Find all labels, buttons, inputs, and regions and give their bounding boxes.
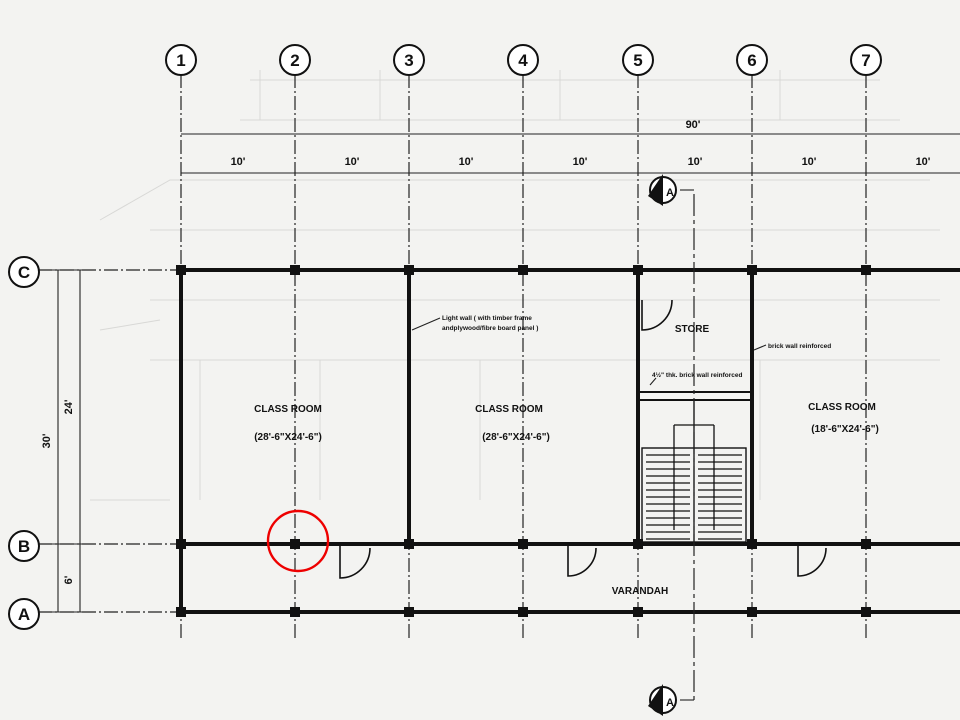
grid-bubble-label: 6 [747, 51, 756, 70]
grid-lines-vertical [180, 74, 867, 640]
column [176, 539, 186, 549]
column [861, 607, 871, 617]
grid-bubble-B: B [8, 530, 40, 562]
bay-dimension-label: 10' [459, 156, 474, 168]
grid-bubble-label: 2 [290, 51, 299, 70]
room-2-size: (28'-6"X24'-6") [482, 432, 550, 443]
column [747, 265, 757, 275]
light-wall-note-line1: Light wall ( with timber frame [442, 315, 532, 322]
room-2-name: CLASS ROOM [475, 404, 543, 415]
bay-dimension-label: 10' [231, 156, 246, 168]
column [290, 607, 300, 617]
door-swing-2 [567, 546, 597, 577]
section-mark-label: A [666, 187, 674, 199]
section-marker-top: A [648, 174, 677, 206]
grid-bubble-label: 3 [404, 51, 413, 70]
door-swing-1 [339, 546, 371, 579]
column [633, 607, 643, 617]
ghost-elevation-drawing [90, 70, 940, 501]
column [404, 607, 414, 617]
row-grid-bubbles: C B A [8, 256, 40, 630]
grid-bubble-4: 4 [507, 44, 539, 76]
overall-depth-label: 30' [41, 433, 53, 448]
grid-bubble-label: C [18, 263, 30, 282]
grid-bubble-6: 6 [736, 44, 768, 76]
grid-bubble-7: 7 [850, 44, 882, 76]
column [633, 539, 643, 549]
overall-width-label: 90' [686, 119, 701, 131]
verandah-depth-label: 6' [63, 575, 75, 584]
room-3-name: CLASS ROOM [808, 402, 876, 413]
grid-bubble-label: 4 [518, 51, 528, 70]
room-labels: CLASS ROOM (28'-6"X24'-6") CLASS ROOM (2… [254, 324, 879, 597]
grid-bubble-label: A [18, 605, 30, 624]
annotation-notes: Light wall ( with timber frame andplywoo… [411, 315, 831, 386]
room-3-size: (18'-6"X24'-6") [811, 424, 879, 435]
column [861, 539, 871, 549]
top-dimensions: 90' 10' 10' 10' 10' 10' 10' 10' [181, 119, 960, 174]
grid-bubble-C: C [8, 256, 40, 288]
section-marker-bottom: A [648, 684, 677, 716]
doors [339, 299, 827, 579]
column [518, 607, 528, 617]
light-wall-note-line2: andplywood/fibre board panel ) [442, 325, 538, 332]
grid-bubble-label: 5 [633, 51, 642, 70]
column [176, 265, 186, 275]
grid-bubble-label: 7 [861, 51, 870, 70]
grid-bubble-3: 3 [393, 44, 425, 76]
bay-dimension-label: 10' [345, 156, 360, 168]
grid-bubble-1: 1 [165, 44, 197, 76]
structural-columns [176, 265, 871, 617]
door-swing-store [641, 299, 673, 331]
column [518, 539, 528, 549]
column-grid-bubbles: 1 2 3 4 5 6 7 [165, 44, 882, 76]
column [747, 607, 757, 617]
column [633, 265, 643, 275]
highlight-circle [266, 509, 330, 573]
column [518, 265, 528, 275]
column [861, 265, 871, 275]
bay-dimension-label: 10' [802, 156, 817, 168]
column [176, 607, 186, 617]
door-swing-3 [797, 546, 827, 577]
bay-dimension-label: 10' [573, 156, 588, 168]
room-1-name: CLASS ROOM [254, 404, 322, 415]
room-depth-label: 24' [63, 399, 75, 414]
brick-wall-note-store: 4½" thk. brick wall reinforced [652, 371, 743, 379]
column [404, 265, 414, 275]
walls [179, 268, 960, 614]
column [290, 539, 300, 549]
brick-wall-note-right: brick wall reinforced [768, 343, 831, 350]
grid-bubble-A: A [8, 598, 40, 630]
column [404, 539, 414, 549]
grid-bubble-2: 2 [279, 44, 311, 76]
grid-bubble-label: B [18, 537, 30, 556]
verandah-label: VARANDAH [612, 586, 668, 597]
column [290, 265, 300, 275]
grid-bubble-5: 5 [622, 44, 654, 76]
column [747, 539, 757, 549]
bay-dimension-label: 10' [916, 156, 931, 168]
section-cut-line: A A [648, 174, 695, 716]
room-1-size: (28'-6"X24'-6") [254, 432, 322, 443]
store-label: STORE [675, 324, 710, 335]
section-mark-label: A [666, 697, 674, 709]
left-dimensions: 30' 24' 6' [41, 269, 90, 613]
grid-bubble-label: 1 [176, 51, 185, 70]
bay-dimension-label: 10' [688, 156, 703, 168]
